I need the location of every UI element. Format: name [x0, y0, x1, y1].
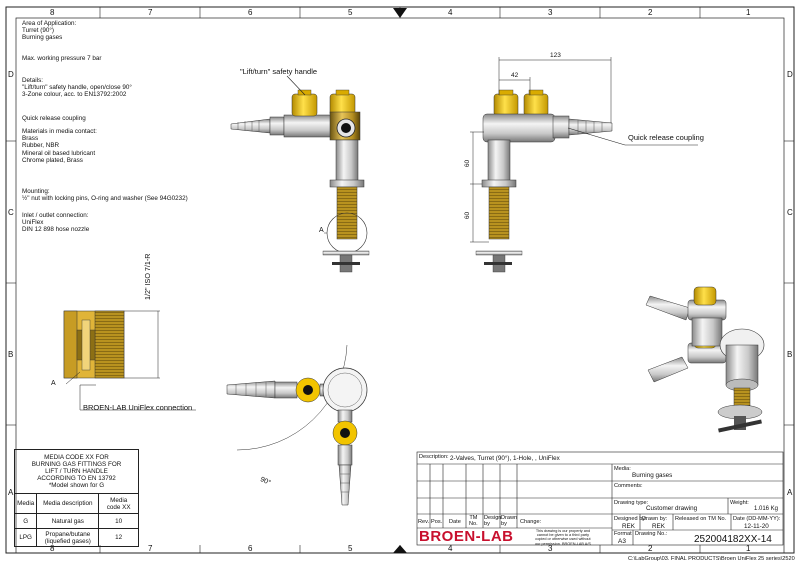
isometric-view: [645, 286, 765, 433]
file-path: C:\LabGroup\03. FINAL PRODUCTS\Broen Uni…: [628, 556, 795, 562]
row-label: A: [787, 488, 793, 497]
row-label: B: [787, 350, 793, 359]
col-label: 8: [50, 544, 55, 553]
date-header: Date: [449, 519, 461, 525]
note-pressure: Max. working pressure 7 bar: [22, 55, 102, 62]
detail-a-label: A: [51, 380, 56, 387]
col-label: 3: [548, 8, 553, 17]
note-details: Details: "Lift/turn" safety handle, open…: [22, 77, 132, 99]
tm-header: TM No.: [469, 515, 478, 527]
callout-uniflex: BROEN-LAB UniFlex connection: [83, 403, 193, 412]
top-view: [226, 344, 368, 506]
col-label: 2: [648, 8, 653, 17]
dim-123: 123: [550, 52, 561, 59]
col-label: 7: [148, 544, 153, 553]
weight-label: Weight:: [730, 500, 749, 506]
row-label: C: [787, 208, 793, 217]
col-label: 7: [148, 8, 153, 17]
col-label: 1: [746, 544, 751, 553]
format-value: A3: [618, 538, 626, 545]
col-description: Media description: [36, 493, 100, 514]
drawing-number: 252004182XX-14: [694, 534, 772, 545]
media-code-table: MEDIA CODE XX FOR BURNING GAS FITTINGS F…: [13, 449, 139, 547]
row-label: B: [8, 350, 14, 359]
side-view: [470, 57, 698, 273]
row-label: D: [787, 70, 793, 79]
row-label: D: [8, 70, 14, 79]
col-label: 2: [648, 544, 653, 553]
note-materials: Materials in media contact: Brass Rubber…: [22, 128, 97, 164]
drawn-by-label: Drawn by:: [642, 516, 668, 522]
drawing-type-label: Drawing type:: [614, 500, 649, 506]
note-coupling: Quick release coupling: [22, 115, 86, 122]
col-label: 5: [348, 544, 353, 553]
rev-header: Rev.: [418, 519, 430, 525]
column-labels-bottom: 8 7 6 5 4 3 2 1: [0, 544, 800, 554]
drawn-by-header: Drawn by: [501, 515, 518, 527]
note-application: Area of Application: Turret (90°) Burnin…: [22, 20, 77, 42]
col-label: 6: [248, 544, 253, 553]
note-inlet: Inlet / outlet connection: UniFlex DIN 1…: [22, 212, 90, 234]
detail-a-section: [63, 310, 196, 411]
property-note: This drawing is our property and cannot …: [535, 529, 591, 546]
design-by-header: Design by: [484, 515, 502, 527]
date-value: 12-11-20: [744, 523, 769, 530]
released-label: Released on TM No.: [675, 516, 727, 522]
row-label: C: [8, 208, 14, 217]
description-value: 2-Valves, Turret (90°), 1-Hole, , UniFle…: [450, 455, 560, 462]
detail-a-marker: A: [319, 227, 324, 234]
callout-safety-handle: "Lift/turn" safety handle: [240, 67, 318, 76]
col-label: 8: [50, 8, 55, 17]
row-label: A: [8, 488, 14, 497]
dim-42: 42: [511, 72, 519, 79]
col-label: 6: [248, 8, 253, 17]
col-label: 4: [448, 8, 453, 17]
cell-desc: Propane/butane (liquefied gases): [36, 528, 100, 547]
callout-quick-release: Quick release coupling: [628, 133, 704, 142]
table-row: LPG Propane/butane (liquefied gases) 12: [13, 528, 139, 547]
date-label: Date (DD-MM-YY):: [733, 516, 781, 522]
drawing-type-value: Customer drawing: [646, 505, 698, 512]
note-mounting: Mounting: ½" nut with locking pins, O-ri…: [22, 188, 188, 203]
designed-by-label: Designed by:: [614, 516, 647, 522]
cell-code: 12: [98, 528, 139, 547]
comments-label: Comments:: [614, 483, 643, 489]
format-label: Format: [614, 531, 632, 537]
col-label: 3: [548, 544, 553, 553]
drawing-no-label: Drawing No.:: [635, 531, 668, 537]
pos-header: Pos.: [431, 519, 443, 525]
drawn-by-value: REK: [652, 523, 665, 530]
col-code: Media code XX: [98, 493, 139, 514]
media-value: Burning gases: [632, 472, 673, 479]
column-labels-top: 8 7 6 5 4 3 2 1: [0, 7, 800, 18]
col-label: 5: [348, 8, 353, 17]
front-view: [230, 75, 370, 273]
col-label: 4: [448, 544, 453, 553]
change-header: Change:: [520, 519, 542, 525]
designed-by-value: REK: [622, 523, 635, 530]
description-label: Description:: [419, 454, 449, 460]
weight-value: 1.016 Kg: [754, 506, 779, 512]
media-label: Media:: [614, 466, 631, 472]
broen-lab-logo: BROEN-LAB: [419, 528, 514, 545]
col-label: 1: [746, 8, 751, 17]
cell-media: LPG: [13, 528, 38, 547]
